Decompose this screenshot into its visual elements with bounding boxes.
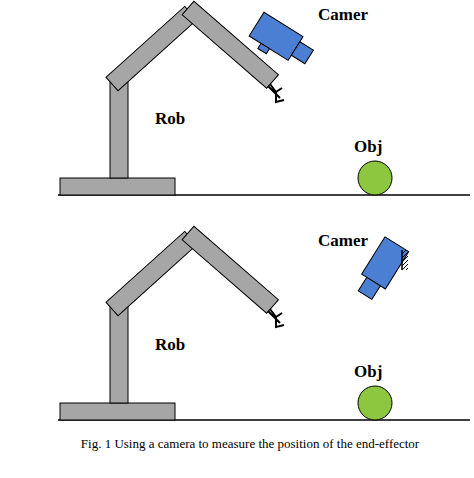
robot-label: Rob	[155, 336, 185, 355]
gripper	[268, 309, 284, 327]
object-label: Obj	[354, 363, 382, 382]
figure-caption: Fig. 1 Using a camera to measure the pos…	[40, 436, 460, 452]
object-ball	[358, 386, 392, 420]
object-label: Obj	[354, 138, 382, 157]
robot-label: Rob	[155, 110, 185, 129]
robot-link	[106, 231, 197, 315]
bottom-robot	[58, 226, 470, 420]
mount-hatch	[402, 250, 408, 270]
robot-base	[60, 403, 175, 420]
robot-column	[110, 78, 128, 178]
object-ball	[358, 161, 392, 195]
camera	[246, 12, 317, 74]
gripper	[268, 84, 284, 102]
camera-label: Camer	[318, 6, 368, 25]
robot-forearm	[182, 226, 278, 313]
robot-base	[60, 178, 175, 195]
top-robot	[58, 1, 470, 195]
robot-column	[110, 303, 128, 403]
robot-link	[106, 6, 197, 90]
camera-label: Camer	[318, 232, 368, 251]
